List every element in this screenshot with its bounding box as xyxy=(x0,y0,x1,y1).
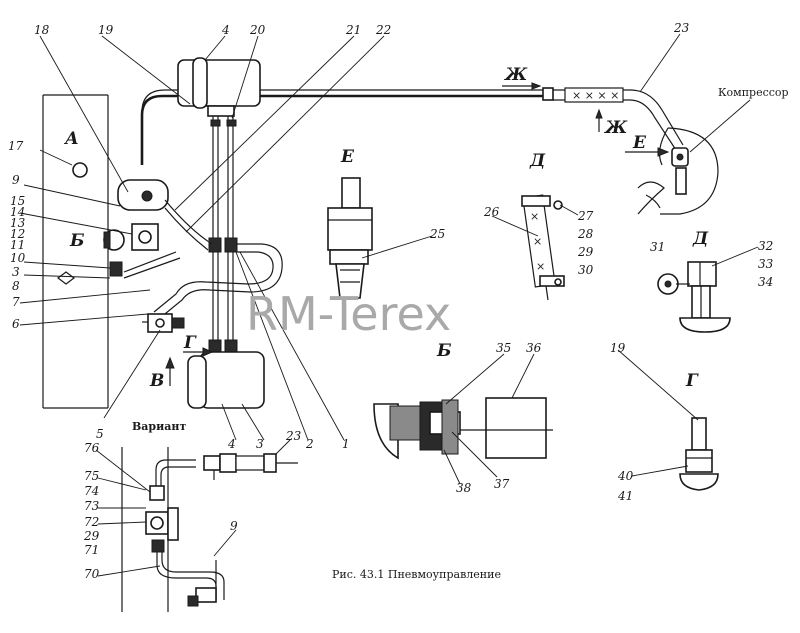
part-number-35: 35 xyxy=(496,341,511,355)
figure-caption: Рис. 43.1 Пневмоуправление xyxy=(332,568,501,581)
part-number-37: 37 xyxy=(494,477,510,491)
view-letter-g-arrow: Г xyxy=(183,333,197,353)
part-number-27: 27 xyxy=(577,209,594,223)
section-heading-zh: Д xyxy=(529,151,546,171)
part-number-3-bottom: 3 xyxy=(256,437,264,451)
part-number-38: 38 xyxy=(456,481,472,495)
part-number-34: 34 xyxy=(758,275,773,289)
part-number-15: 15 xyxy=(10,194,25,208)
part-number-5: 5 xyxy=(96,427,104,441)
part-number-31: 31 xyxy=(650,240,665,254)
section-zh-tube: × × × xyxy=(521,194,565,301)
part-number-12: 12 xyxy=(10,227,25,241)
part-number-9-variant: 9 xyxy=(230,519,238,533)
svg-text:×: × xyxy=(533,235,542,248)
view-letter-a: А xyxy=(63,129,79,149)
section-d-fitting xyxy=(657,261,731,333)
section-heading-g: Г xyxy=(685,371,699,391)
part-number-25: 25 xyxy=(429,227,445,241)
part-number-6: 6 xyxy=(12,317,20,331)
part-number-26: 26 xyxy=(483,205,500,219)
part-number-9: 9 xyxy=(12,173,20,187)
part-number-3-left: 3 xyxy=(12,265,20,279)
part-number-28: 28 xyxy=(577,227,594,241)
part-number-74: 74 xyxy=(84,484,99,498)
section-b-fitting xyxy=(373,397,553,460)
part-number-4-top: 4 xyxy=(221,23,230,37)
variant-subdiagram xyxy=(121,447,298,612)
section-e-fitting xyxy=(327,177,373,299)
section-g-fitting xyxy=(679,417,719,491)
part-number-19: 19 xyxy=(98,23,114,37)
part-number-72: 72 xyxy=(84,515,99,529)
view-letter-d-arrow: Ж xyxy=(503,65,528,85)
hoses xyxy=(123,199,283,333)
part-number-76: 76 xyxy=(84,441,100,455)
part-number-18: 18 xyxy=(34,23,50,37)
line-coupling xyxy=(542,87,554,101)
part-number-29-variant: 29 xyxy=(83,529,100,543)
part-number-36: 36 xyxy=(526,341,542,355)
part-number-20: 20 xyxy=(249,23,266,37)
part-number-32: 32 xyxy=(758,239,773,253)
section-heading-e: Е xyxy=(340,147,355,167)
part-number-2: 2 xyxy=(305,437,314,451)
part-number-75: 75 xyxy=(84,469,99,483)
vertical-tubes xyxy=(208,116,238,353)
part-number-30: 30 xyxy=(578,263,594,277)
part-number-23-variant: 23 xyxy=(285,429,302,443)
svg-text:×: × xyxy=(530,210,539,223)
svg-text:× × × ×: × × × × xyxy=(572,89,619,102)
part-number-33: 33 xyxy=(758,257,774,271)
part-number-40: 40 xyxy=(617,469,634,483)
view-letter-v-arrow: В xyxy=(149,371,164,391)
part-number-29: 29 xyxy=(577,245,594,259)
part-number-7: 7 xyxy=(12,295,20,309)
compressor: Компрессор Е xyxy=(625,86,789,215)
part-number-14: 14 xyxy=(10,205,25,219)
leader-lines xyxy=(19,33,759,577)
variant-title: Вариант xyxy=(132,420,186,433)
valve-cluster xyxy=(57,162,169,285)
watermark: RM-Terex xyxy=(246,287,451,341)
upper-brake-chamber xyxy=(177,57,261,117)
part-number-19-section: 19 xyxy=(610,341,626,355)
view-letter-b: Б xyxy=(69,231,85,251)
main-air-line: × × × × Ж Ж xyxy=(140,65,684,165)
part-number-23: 23 xyxy=(673,21,690,35)
svg-text:×: × xyxy=(536,260,545,273)
part-number-13: 13 xyxy=(10,216,26,230)
part-number-70: 70 xyxy=(84,567,100,581)
part-number-11: 11 xyxy=(10,238,25,252)
flexible-hose-23 xyxy=(564,87,624,103)
view-letter-zh-arrow: Ж xyxy=(603,118,628,138)
compressor-label: Компрессор xyxy=(718,86,789,99)
lower-brake-chamber xyxy=(187,351,265,409)
part-number-4-bottom: 4 xyxy=(227,437,236,451)
part-number-73: 73 xyxy=(84,499,100,513)
section-heading-b: Б xyxy=(436,341,452,361)
part-numbers: 17 9 15 14 13 12 11 10 3 8 7 6 5 4 3 2 1… xyxy=(8,21,774,581)
section-heading-d: Д xyxy=(692,229,709,249)
part-number-17: 17 xyxy=(8,139,24,153)
part-number-10: 10 xyxy=(10,251,26,265)
part-number-21: 21 xyxy=(345,23,361,37)
direction-arrows: В Г xyxy=(149,333,214,391)
frame-rail xyxy=(42,94,109,409)
part-number-71: 71 xyxy=(84,543,99,557)
view-letter-e-arrow: Е xyxy=(632,133,647,153)
part-number-22: 22 xyxy=(375,23,391,37)
part-number-8: 8 xyxy=(12,279,20,293)
part-number-41: 41 xyxy=(617,489,633,503)
part-number-1: 1 xyxy=(342,437,350,451)
